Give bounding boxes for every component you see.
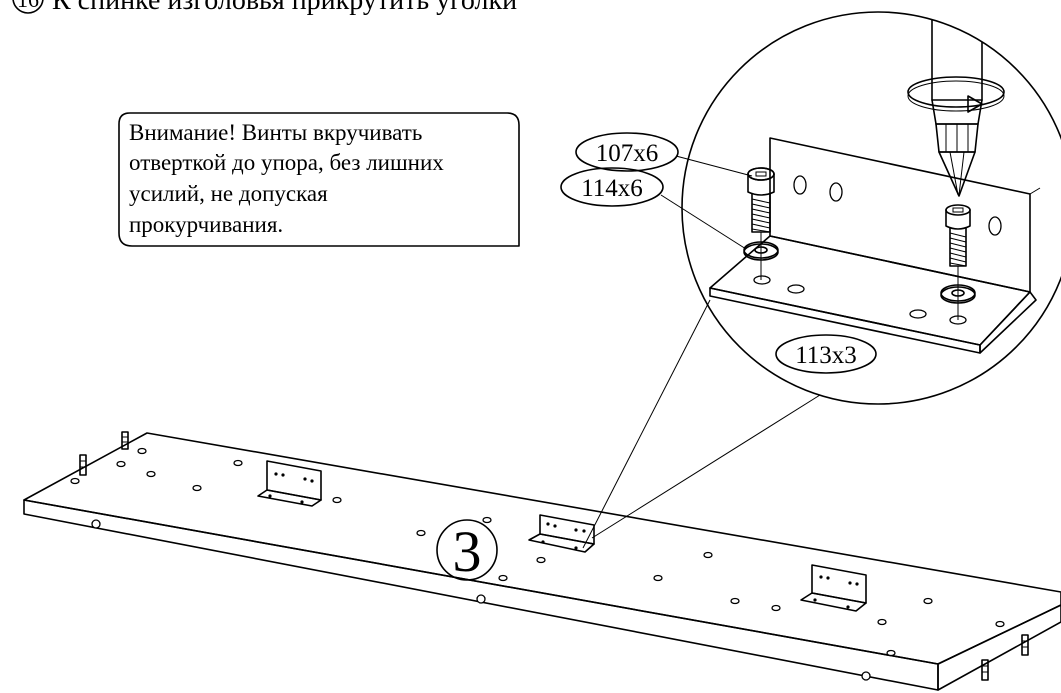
callout-washer-leader [660,194,747,250]
panel-bracket-1 [257,460,322,507]
callout-bracket: 113x3 [775,334,877,374]
rotation-arrow-icon [907,76,1005,113]
step-title: К спинке изголовья прикрутить уголки [52,0,517,16]
note-line-1: Внимание! Винты вкручивать [129,120,422,145]
dowel-icon [121,431,129,450]
note-line-3: усилий, не допуская [129,181,328,206]
step-header: 16 К спинке изголовья прикрутить уголки [12,0,517,16]
headboard-panel: 3 [23,431,1061,691]
panel-bracket-3 [800,564,867,612]
step-number-circle [12,0,44,14]
detail-zoom [582,11,1061,549]
callout-screw: 107x6 [575,132,753,177]
bracket-detail [709,137,1041,354]
callout-screw-label: 107x6 [596,140,659,167]
callout-screw-oval [575,132,679,172]
screw-icon [747,167,775,280]
zoom-leader-line [582,299,711,549]
screw-icon [945,204,971,320]
dowel-icon [981,659,989,681]
part-number: 3 [453,519,482,584]
panel-bracket-2 [528,514,595,553]
note-line-2: отверткой до упора, без лишних [129,150,444,175]
callout-washer-label: 114x6 [581,175,643,202]
panel-top-face [23,432,1061,665]
washer-icon [743,241,779,261]
callout-bracket-oval [775,334,877,374]
step-number: 16 [17,0,39,12]
part-number-circle [436,519,498,581]
zoom-leader-line [591,394,821,539]
callout-washer: 114x6 [560,167,747,250]
dowel-icon [79,454,87,476]
note-box [118,112,520,247]
warning-note: Внимание! Винты вкручивать отверткой до … [118,112,520,247]
panel-holes [70,447,1005,657]
callout-washer-oval [560,167,664,207]
panel-side-edge [937,604,1061,691]
washer-icon [940,284,976,304]
callout-bracket-label: 113x3 [795,342,857,369]
dowel-icon [1021,634,1029,656]
note-line-4: прокурчивания. [129,212,283,237]
callout-screw-leader [675,155,753,177]
